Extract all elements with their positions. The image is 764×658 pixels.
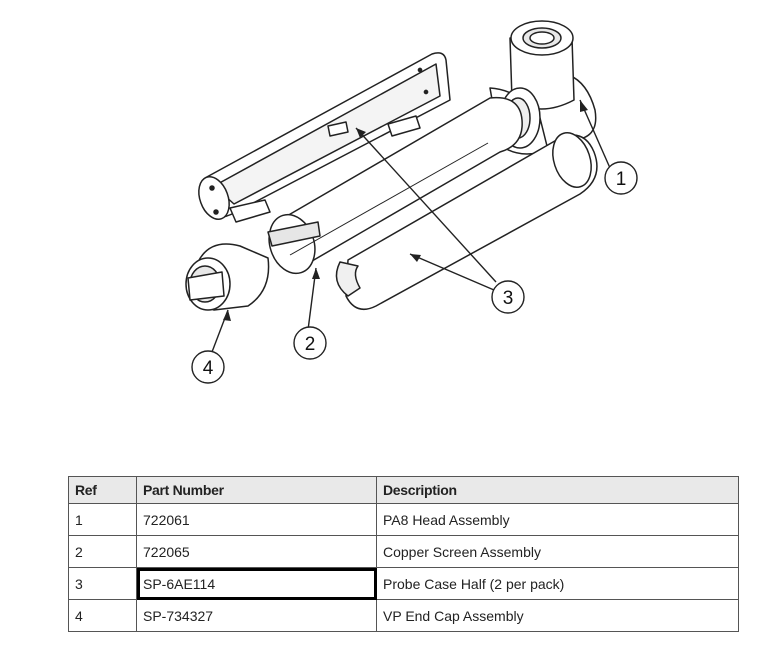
table-row: 2 722065 Copper Screen Assembly <box>68 535 739 568</box>
callout-4: 4 <box>191 350 225 384</box>
callout-3: 3 <box>491 280 525 314</box>
cell-ref: 4 <box>68 599 137 632</box>
parts-table: Ref Part Number Description 1 722061 PA8… <box>68 476 739 632</box>
svg-text:4: 4 <box>203 358 214 379</box>
header-part-number: Part Number <box>136 476 377 504</box>
svg-text:3: 3 <box>503 288 514 309</box>
leader-line-3a <box>355 127 497 283</box>
table-row: 4 SP-734327 VP End Cap Assembly <box>68 599 739 632</box>
cell-description: Copper Screen Assembly <box>376 535 739 568</box>
copper-screen-assembly <box>267 96 523 275</box>
header-description: Description <box>376 476 739 504</box>
callout-1: 1 <box>604 161 638 195</box>
cell-description: Probe Case Half (2 per pack) <box>376 567 739 600</box>
cell-ref: 3 <box>68 567 137 600</box>
cell-ref: 1 <box>68 503 137 536</box>
cell-part-number: SP-734327 <box>136 599 377 632</box>
cell-part-number: 722065 <box>136 535 377 568</box>
callout-2: 2 <box>293 326 327 360</box>
cell-description: VP End Cap Assembly <box>376 599 739 632</box>
leader-line-3b <box>409 253 495 291</box>
leader-line-1 <box>579 99 611 169</box>
cell-ref: 2 <box>68 535 137 568</box>
cell-part-number: 722061 <box>136 503 377 536</box>
probe-case-half-upper <box>198 52 451 223</box>
vp-end-cap-assembly <box>185 243 270 311</box>
table-header-row: Ref Part Number Description <box>68 476 739 504</box>
cell-description: PA8 Head Assembly <box>376 503 739 536</box>
table-row: 3 SP-6AE114 Probe Case Half (2 per pack) <box>68 567 739 600</box>
header-ref: Ref <box>68 476 137 504</box>
svg-text:1: 1 <box>616 169 627 190</box>
table-row: 1 722061 PA8 Head Assembly <box>68 503 739 536</box>
probe-case-half-lower <box>335 132 598 311</box>
cell-part-number-highlighted: SP-6AE114 <box>136 567 377 600</box>
svg-text:2: 2 <box>305 334 316 355</box>
exploded-parts-diagram: 1 2 3 4 <box>185 20 638 384</box>
